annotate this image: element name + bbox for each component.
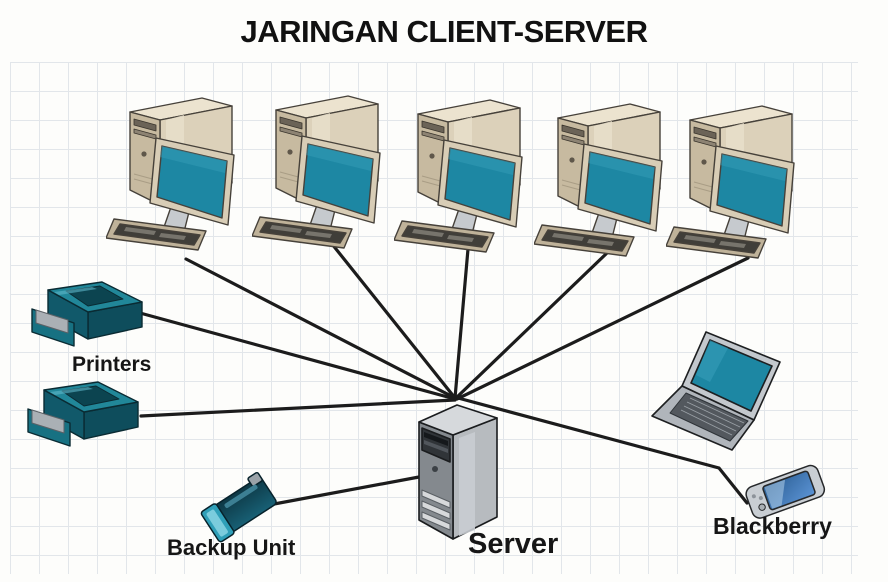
edge-server-pc5 <box>455 256 750 401</box>
desktop-computer-icon <box>394 80 544 255</box>
laptop <box>648 330 798 458</box>
edge-server-printer2 <box>139 398 457 418</box>
desktop-computer-icon <box>252 76 402 251</box>
desktop-computer-icon <box>666 86 816 261</box>
desktop-computer-icon <box>106 78 256 253</box>
blackberry-label: Blackberry <box>713 513 832 539</box>
client-pc-5 <box>666 86 816 261</box>
printer-1 <box>30 280 150 358</box>
desktop-computer-icon <box>534 84 684 259</box>
diagram-title: JARINGAN CLIENT-SERVER <box>240 14 649 49</box>
edge-server-pc2 <box>330 242 457 400</box>
printer-2 <box>26 380 146 458</box>
client-pc-1 <box>106 78 256 253</box>
printers-label: Printers <box>72 353 152 376</box>
backup-unit-label: Backup Unit <box>167 535 296 560</box>
edge-server-pc1 <box>184 257 457 400</box>
server-label: Server <box>468 528 559 560</box>
printer-icon <box>30 280 150 358</box>
edge-server-pc4 <box>454 251 609 400</box>
laptop-icon <box>648 330 798 458</box>
edge-server-backup <box>256 475 421 509</box>
edge-server-pc3 <box>453 247 470 400</box>
printer-icon <box>26 380 146 458</box>
client-pc-2 <box>252 76 402 251</box>
edge-server-printer1 <box>138 311 457 401</box>
client-pc-3 <box>394 80 544 255</box>
edge-server-laptop-blackberry <box>456 396 749 505</box>
client-pc-4 <box>534 84 684 259</box>
